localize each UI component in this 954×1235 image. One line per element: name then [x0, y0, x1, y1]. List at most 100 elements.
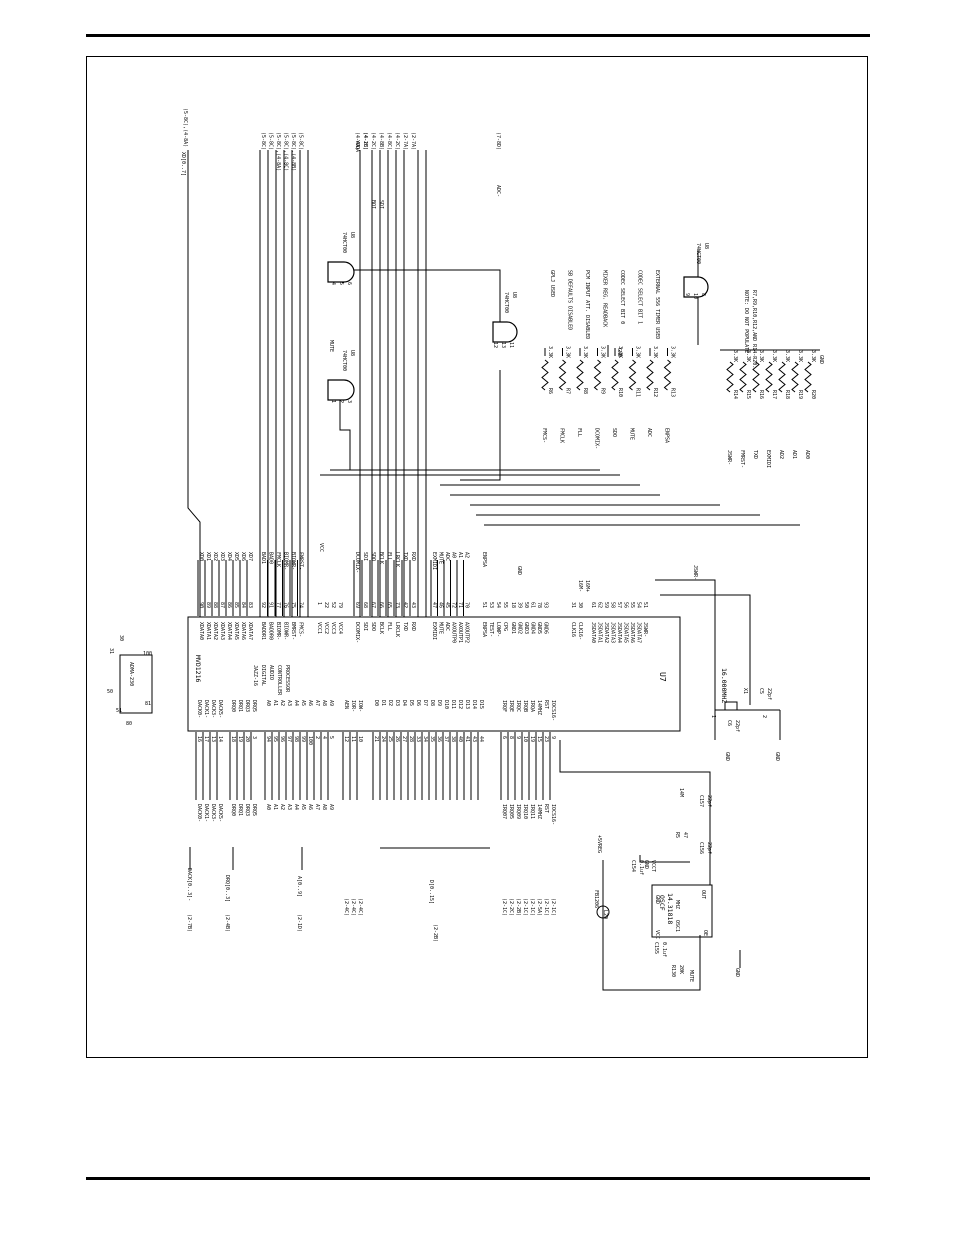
ctrl-ref: (5-8C) — [298, 132, 304, 150]
resistor2-net: EXMIDI — [765, 450, 771, 468]
strap-note: CODEC SELECT BIT 0 — [619, 270, 625, 324]
data-pin-number: 41 — [464, 736, 470, 742]
resistor2-net: TXD — [752, 450, 758, 459]
gnd-label: GND — [616, 348, 622, 357]
osc-component-label: C157 — [698, 795, 704, 807]
vcc-net-label: VCC — [318, 543, 324, 552]
addr-net: A1 — [272, 804, 278, 810]
addr-net: A8 — [321, 804, 327, 810]
ctrl-net: BAD0 — [268, 552, 274, 564]
osc-unit: MHZ — [674, 900, 680, 909]
addr-pin-name: A3 — [286, 700, 292, 706]
codec-ref: (4-2C) — [394, 132, 400, 150]
irq-pin-name: IRQF — [501, 700, 507, 712]
ctrl-pin-number: 92 — [260, 602, 266, 608]
chip-part-number: MVD1216 — [194, 655, 202, 682]
codec-ref: (4-2B) — [362, 132, 368, 150]
addr-bus-ref: (2-1D) — [296, 914, 302, 932]
crystal-pin: 2 — [761, 715, 767, 718]
ctrl-net: BIOWR- — [290, 552, 296, 570]
enpsa-pin-name: TEST- — [488, 622, 494, 637]
resistor-ref: R9 — [600, 388, 606, 394]
addr-net: A6 — [307, 804, 313, 810]
drq-net: DRQ3 — [244, 804, 250, 816]
ctrl-ref: (5-8C) — [260, 132, 266, 150]
addr-pin-name: A5 — [300, 700, 306, 706]
pullup-resistor — [576, 359, 584, 391]
misc-net: ADC — [444, 552, 450, 561]
drq-pin-name: DRQ5 — [251, 700, 257, 712]
osc-component-label: C155 — [653, 942, 659, 954]
drq-net: DRQ0 — [230, 804, 236, 816]
data-pin-name: D6 — [415, 700, 421, 706]
misc-pin-name: AXOUTP2 — [464, 622, 470, 643]
resistor-value: 3.3K — [635, 346, 641, 358]
codec-pin-name: RXD — [410, 622, 416, 631]
irq-ref: (2-1C) — [529, 898, 535, 916]
xdata-pin-name: XDATA0 — [198, 622, 204, 640]
osc-component-label: L20 — [602, 910, 608, 919]
xd-bus-line — [187, 150, 201, 617]
drq-net: DRQ5 — [251, 804, 257, 816]
gnd-pin-name: GND1 — [510, 622, 516, 634]
gate-part: 74HCT00 — [503, 292, 509, 313]
gnd-pin-name: GND6 — [543, 622, 549, 634]
populate-note: R7,R9,R10,R12,AND R14-R20. — [751, 290, 757, 368]
codec-pin-number: 65 — [386, 602, 392, 608]
data-pin-number: 44 — [478, 736, 484, 742]
data-pin-number: 40 — [457, 736, 463, 742]
data-pin-name: D2 — [387, 700, 393, 706]
gate-net-a — [330, 269, 501, 330]
pullup-resistor — [541, 359, 549, 391]
joy-pin-number: 59 — [603, 602, 609, 608]
ctrl-pin-number: 76 — [283, 602, 289, 608]
gate-net-label: MUTE — [328, 340, 334, 352]
misc-net: A1 — [457, 552, 463, 558]
gate-net-label: YODA — [354, 140, 360, 152]
resistor2-value: 3.3K — [771, 350, 777, 362]
crystal-frequency: 16.000MHZ — [720, 668, 728, 703]
xdata-pin-number: 90 — [198, 602, 204, 608]
addr-pin-number: 2 — [314, 736, 320, 739]
io-pin-number: 12 — [343, 736, 349, 742]
drq-pin-name: DRQ1 — [237, 700, 243, 712]
misc-pin-number: 47 — [431, 602, 437, 608]
irq-pin-number: 9 — [515, 736, 521, 739]
misc-net: EXMIDI — [431, 552, 437, 570]
gate-part: 74HCT00 — [341, 232, 347, 253]
osc-component-label: C154 — [630, 860, 636, 872]
misc-net: A2 — [464, 552, 470, 558]
vcc-pin-number: 52 — [330, 602, 336, 608]
dack-bus-ref: (2-7B) — [186, 914, 192, 932]
strap-note: EXTERNAL 556 TIMER USED — [654, 270, 660, 339]
irq-pin-name: IRQC — [515, 700, 521, 712]
resistor-net: ENPSA — [664, 428, 670, 443]
pullup-resistor — [593, 359, 602, 391]
aux-chip-outline — [119, 654, 153, 714]
gnd-pin-name: GND4 — [530, 622, 536, 634]
resistor-ref: R6 — [547, 388, 553, 394]
ctrl-pin-name: FMCS- — [298, 622, 304, 637]
clk-pin-number: 31 — [570, 602, 576, 608]
drq-bus-ref: (2-4B) — [224, 914, 230, 932]
gate-pin: 9 — [684, 293, 690, 296]
irq-net: IRQ05 — [508, 804, 514, 819]
codec-pin-number: 43 — [410, 602, 416, 608]
ctrl-pin-number: 74 — [298, 602, 304, 608]
ctrl-pin-name: BIOMR- — [275, 622, 281, 640]
codec-ref: (4-2C) — [370, 132, 376, 150]
irq-pin-name: IRQB — [522, 700, 528, 712]
xdata-pin-number: 85 — [233, 602, 239, 608]
nand-gate-4 — [683, 276, 709, 298]
data-pin-number: 21 — [373, 736, 379, 742]
gnd-pin-number: 39 — [517, 602, 523, 608]
resistor-value: 3.3K — [600, 346, 606, 358]
irq-net: IRQ10 — [522, 804, 528, 819]
addr-net: A4 — [293, 804, 299, 810]
resistor2-ref: R19 — [797, 390, 803, 399]
codec-net: SDI — [362, 552, 368, 561]
ctrl-ref: (5-8C),(4-8A) — [275, 132, 281, 171]
gate-net-c — [460, 370, 501, 481]
drq-pin-name: DRQ3 — [244, 700, 250, 712]
addr-bus-label: A[0..9] — [296, 876, 302, 897]
